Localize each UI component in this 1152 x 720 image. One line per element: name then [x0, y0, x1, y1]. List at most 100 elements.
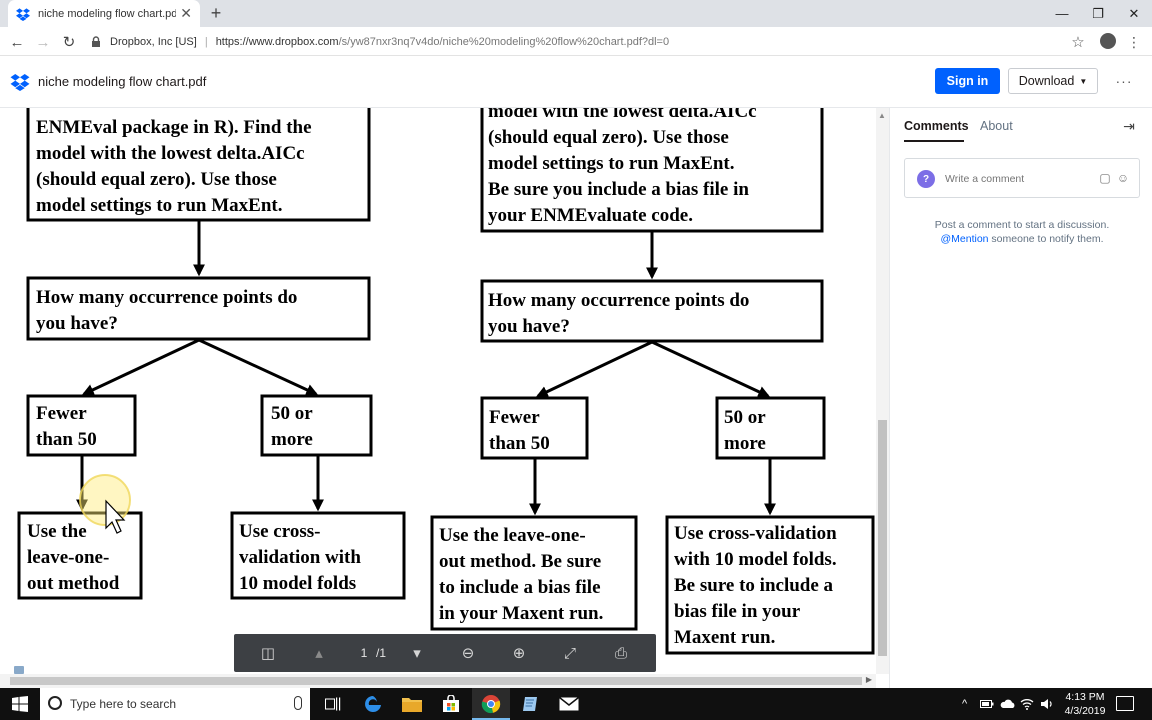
right-fewer-box [480, 396, 589, 460]
left-more-text-line: 50 or [271, 403, 313, 424]
profile-avatar-icon[interactable] [1100, 33, 1116, 49]
left-fewer-text-line: Fewer [36, 403, 87, 424]
mail-icon[interactable] [550, 688, 588, 720]
left-top-box-text-line: model settings to run MaxEnt. [36, 195, 282, 216]
zoom-out-icon[interactable]: ⊖ [461, 645, 475, 662]
taskbar-clock[interactable]: 4:13 PM 4/3/2019 [1060, 690, 1110, 718]
left-leave-one-out-box [17, 511, 143, 600]
zoom-in-icon[interactable]: ⊕ [512, 645, 526, 662]
edge-browser-icon[interactable] [354, 688, 392, 720]
tray-overflow-icon[interactable]: ^ [962, 698, 968, 710]
fullscreen-icon[interactable]: ⤢ [563, 644, 576, 662]
tray-onedrive-icon[interactable] [1000, 688, 1016, 720]
comments-side-panel: Comments About ⇥ ? ▢ ☺ Post a comment to… [889, 108, 1152, 688]
left-more-box [260, 394, 373, 457]
left-top-box-text-line: ENMEval package in R). Find the [36, 117, 312, 138]
left-fewer-text-line: than 50 [36, 429, 97, 450]
left-leave-one-out-text-line: out method [27, 573, 120, 594]
scroll-up-icon[interactable]: ▲ [878, 111, 886, 120]
annotation-flag-icon[interactable] [14, 666, 24, 674]
search-placeholder: Type here to search [70, 697, 177, 711]
vertical-scroll-thumb[interactable] [878, 420, 887, 656]
windows-logo-icon [12, 696, 28, 712]
chrome-icon[interactable] [472, 688, 510, 720]
right-leave-one-out-text-line: in your Maxent run. [439, 603, 603, 624]
toggle-sidebar-icon[interactable]: ◫ [260, 645, 276, 662]
download-button[interactable]: Download ▼ [1008, 68, 1098, 94]
comment-composer[interactable]: ? ▢ ☺ [904, 158, 1140, 198]
tray-network-icon[interactable] [1020, 688, 1034, 720]
tab-title: niche modeling flow chart.pdf [38, 7, 177, 20]
minimize-window-button[interactable]: — [1055, 6, 1069, 21]
tray-volume-icon[interactable] [1040, 688, 1054, 720]
right-cross-validation-text-line: Use cross-validation [674, 523, 837, 544]
close-window-button[interactable]: ✕ [1128, 5, 1140, 21]
url-omnibox[interactable]: Dropbox, Inc [US] | https://www.dropbox.… [90, 31, 1090, 53]
more-options-button[interactable]: ··· [1115, 73, 1133, 89]
sign-in-button[interactable]: Sign in [935, 68, 1000, 94]
task-view-icon[interactable] [314, 688, 352, 720]
clock-date: 4/3/2019 [1064, 705, 1106, 717]
bookmark-star-icon[interactable]: ☆ [1071, 34, 1085, 51]
right-question-box [480, 279, 824, 343]
collapse-panel-icon[interactable]: ⇥ [1123, 117, 1135, 134]
pdf-document-view[interactable]: ENMEval package in R). Find the model wit… [0, 108, 876, 674]
store-icon[interactable] [432, 688, 470, 720]
left-fewer-box [26, 394, 137, 457]
next-page-icon[interactable]: ▾ [413, 645, 421, 662]
right-cross-validation-text-line: Be sure to include a [674, 575, 834, 596]
tray-battery-icon[interactable] [980, 688, 994, 720]
scroll-right-icon[interactable]: ▶ [865, 675, 872, 684]
pdf-viewer-toolbar: ◫ ▴ 1 /1 ▾ ⊖ ⊕ ⤢ ⎙ [234, 634, 656, 672]
previous-page-icon[interactable]: ▴ [315, 645, 323, 662]
right-top-box-text-line: (should equal zero). Use those [488, 127, 729, 148]
document-vertical-scrollbar[interactable]: ▲ [876, 108, 889, 674]
start-button[interactable] [0, 688, 40, 720]
print-icon[interactable]: ⎙ [614, 644, 627, 662]
right-top-box-text-line: model with the lowest delta.AICc [488, 108, 757, 122]
right-top-box-text: model with the lowest delta.AICc (should … [488, 108, 757, 226]
right-leave-one-out-text-line: Use the leave-one- [439, 525, 586, 546]
back-button[interactable]: ← [9, 33, 25, 51]
dropbox-favicon-icon [16, 7, 30, 21]
tab-close-icon[interactable]: ✕ [180, 5, 192, 21]
download-label: Download [1018, 74, 1075, 88]
browser-tab-strip: niche modeling flow chart.pdf ✕ + — ❐ ✕ [0, 0, 1152, 27]
attach-annotation-icon[interactable]: ▢ [1099, 171, 1111, 185]
browser-tab[interactable]: niche modeling flow chart.pdf ✕ [8, 0, 200, 27]
forward-button[interactable]: → [35, 33, 51, 51]
right-top-box-text-line: model settings to run MaxEnt. [488, 153, 734, 174]
action-center-icon[interactable] [1116, 696, 1134, 711]
current-page-input[interactable]: 1 [360, 646, 368, 660]
microphone-icon[interactable] [294, 696, 302, 710]
dropbox-logo-icon[interactable] [10, 73, 30, 91]
hint-line-1: Post a comment to start a discussion. [934, 219, 1110, 231]
mention-link[interactable]: @Mention [940, 233, 989, 245]
notes-app-icon[interactable] [511, 688, 549, 720]
avatar: ? [917, 170, 935, 188]
right-question-text-line: you have? [488, 316, 570, 337]
comment-input[interactable] [945, 170, 1095, 188]
left-arrow-3 [198, 338, 319, 396]
new-tab-button[interactable]: + [210, 3, 222, 23]
right-arrow-2 [535, 340, 653, 398]
tab-comments[interactable]: Comments [904, 119, 969, 133]
browser-menu-icon[interactable]: ⋮ [1127, 33, 1141, 50]
taskbar-search-box[interactable]: Type here to search [40, 688, 310, 720]
left-leave-one-out-text-line: leave-one- [27, 547, 109, 568]
browser-address-bar: ← → ↻ Dropbox, Inc [US] | https://www.dr… [0, 27, 1152, 56]
document-horizontal-scrollbar[interactable]: ▶ [0, 674, 876, 688]
horizontal-scroll-thumb[interactable] [10, 677, 862, 685]
tab-about[interactable]: About [980, 119, 1013, 133]
reload-button[interactable]: ↻ [62, 34, 76, 51]
left-more-text-line: more [271, 429, 313, 450]
site-identity: Dropbox, Inc [US] [110, 36, 197, 48]
right-arrow-3 [651, 340, 771, 398]
emoji-icon[interactable]: ☺ [1116, 171, 1130, 185]
file-explorer-icon[interactable] [393, 688, 431, 720]
restore-window-button[interactable]: ❐ [1092, 5, 1104, 21]
